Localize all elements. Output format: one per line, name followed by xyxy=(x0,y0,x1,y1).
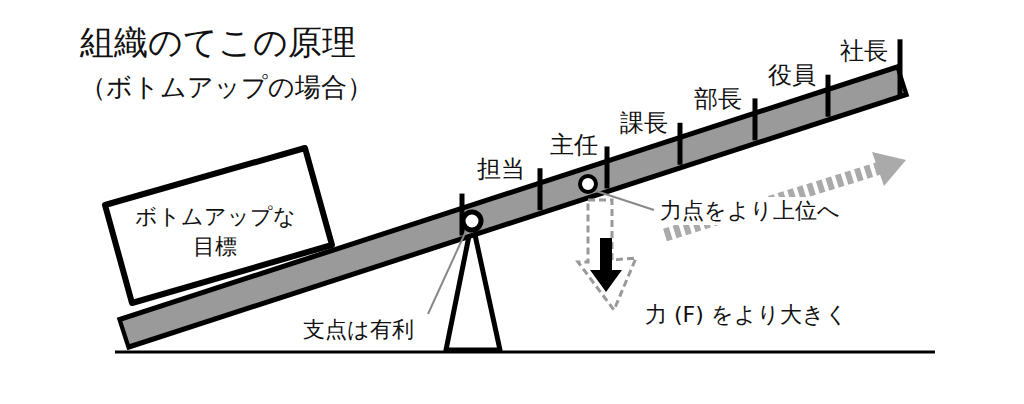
annotation: 支点は有利 xyxy=(300,316,417,344)
rank-tick xyxy=(678,123,683,165)
leader-line xyxy=(428,231,466,314)
rank-tick xyxy=(826,75,831,117)
lever-end xyxy=(898,39,903,96)
pivot xyxy=(463,212,481,230)
lever-bar xyxy=(126,81,900,332)
box-text: ボトムアップな 目標 xyxy=(131,202,299,261)
rank-tick xyxy=(753,98,758,140)
rank-label: 課長 xyxy=(620,108,668,137)
up-arrow-head xyxy=(872,152,906,186)
rank-label: 部長 xyxy=(694,84,742,113)
title: 組織のてこの原理 xyxy=(80,22,356,63)
ground-line xyxy=(115,351,935,354)
lever-bar-outline xyxy=(122,80,904,334)
rank-tick xyxy=(605,146,610,188)
rank-tick xyxy=(538,168,543,210)
leader-line xyxy=(596,191,654,210)
subtitle: （ボトムアップの場合） xyxy=(80,72,373,103)
force-arrow-outline xyxy=(578,200,636,310)
box-shape xyxy=(105,148,332,303)
force-arrow xyxy=(590,238,622,292)
effort-point xyxy=(580,176,596,192)
rank-label: 役員 xyxy=(768,60,816,89)
annotation: 力点をより上位へ xyxy=(657,197,843,225)
rank-ticks xyxy=(462,39,900,235)
rank-label: 主任 xyxy=(550,131,598,160)
target-box: ボトムアップな 目標 xyxy=(100,140,340,315)
rank-label: 社長 xyxy=(840,37,888,66)
rank-label: 担当 xyxy=(477,154,525,183)
annotation: 力 (F) をより大きく xyxy=(645,302,848,328)
